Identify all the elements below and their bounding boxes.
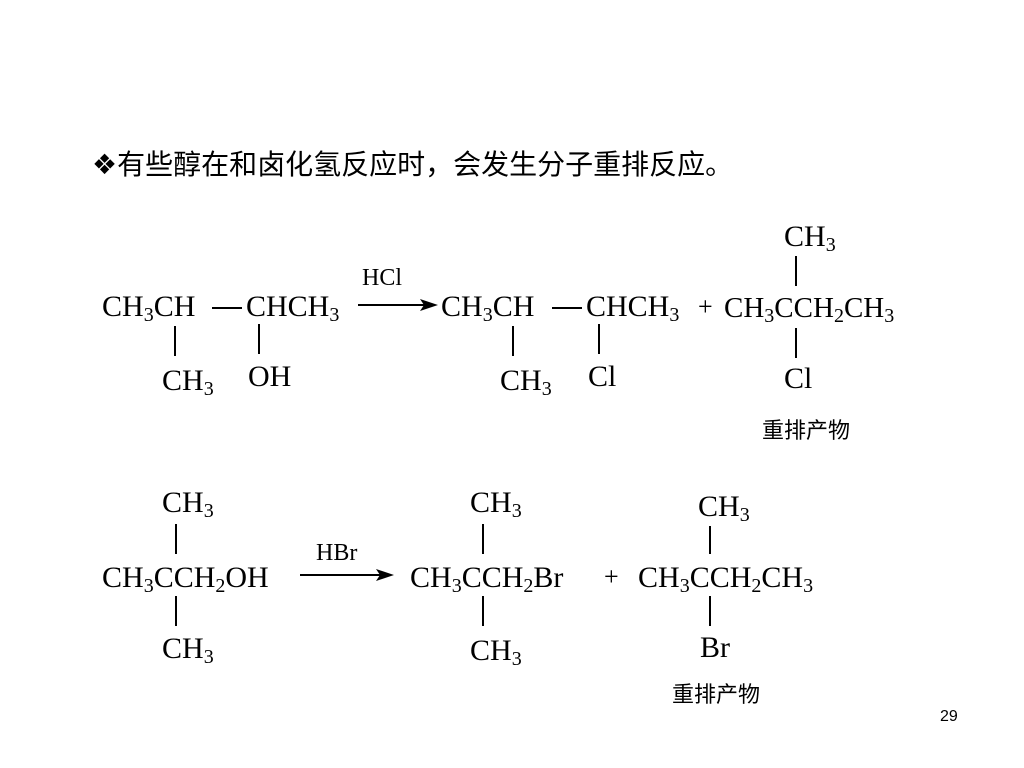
- r2-product2-vbond-bottom: [709, 596, 711, 626]
- r1-reactant-vbond-2: [258, 324, 260, 354]
- r1-reagent: HCl: [362, 265, 403, 291]
- r2-reactant-bottom: CH3: [162, 632, 214, 668]
- r1-product1-vbond-1: [512, 326, 514, 356]
- r2-reactant-top: CH3: [162, 486, 214, 522]
- r1-product1-branch-cl: Cl: [588, 360, 617, 393]
- r2-product2-main: CH3CCH2CH3: [638, 561, 814, 597]
- r1-product2-main: CH3CCH2CH3: [724, 292, 895, 327]
- r2-reactant-main: CH3CCH2OH: [102, 561, 269, 597]
- r1-reactant-branch-ch3: CH3: [162, 364, 214, 400]
- r2-arrow-icon: [300, 569, 394, 581]
- r2-product1-vbond-bottom: [482, 596, 484, 626]
- r2-product1-main: CH3CCH2Br: [410, 561, 564, 597]
- r2-product1-vbond-top: [482, 524, 484, 554]
- r2-product2-top: CH3: [698, 490, 750, 526]
- heading-text: 有些醇在和卤化氢反应时，会发生分子重排反应。: [117, 148, 734, 181]
- r1-reactant-main: CH3CH: [102, 290, 196, 326]
- r1-product2-vbond-bottom: [795, 328, 797, 358]
- r1-reactant-main-right: CHCH3: [246, 290, 340, 326]
- r2-product2-bottom: Br: [700, 631, 730, 664]
- r1-product2-bottom: Cl: [784, 362, 813, 395]
- r2-reactant-vbond-top: [175, 524, 177, 554]
- r1-reactant-branch-oh: OH: [248, 360, 292, 393]
- r1-product1-vbond-2: [598, 324, 600, 354]
- r2-product1-top: CH3: [470, 486, 522, 522]
- page-number: 29: [940, 708, 958, 725]
- r2-reactant-vbond-bottom: [175, 596, 177, 626]
- r1-product1-bond: [552, 307, 582, 309]
- r1-product1-main-right: CHCH3: [586, 290, 680, 326]
- r1-product2-top: CH3: [784, 220, 836, 256]
- r2-reagent: HBr: [316, 540, 358, 566]
- r2-rearrangement-label: 重排产物: [672, 683, 761, 708]
- r1-product1-branch-ch3: CH3: [500, 364, 552, 400]
- r1-product1-main: CH3CH: [441, 290, 535, 326]
- slide-heading: ❖有些醇在和卤化氢反应时，会发生分子重排反应。: [92, 151, 733, 179]
- bullet-icon: ❖: [92, 148, 118, 181]
- r2-product1-bottom: CH3: [470, 634, 522, 670]
- r1-reactant-vbond-1: [174, 326, 176, 356]
- r2-plus: +: [604, 562, 619, 591]
- r1-plus: +: [698, 292, 713, 321]
- r2-product2-vbond-top: [709, 526, 711, 554]
- r1-product2-vbond-top: [795, 256, 797, 286]
- r1-reactant-bond: [212, 307, 242, 309]
- r1-arrow-icon: [358, 299, 438, 311]
- r1-rearrangement-label: 重排产物: [762, 419, 851, 444]
